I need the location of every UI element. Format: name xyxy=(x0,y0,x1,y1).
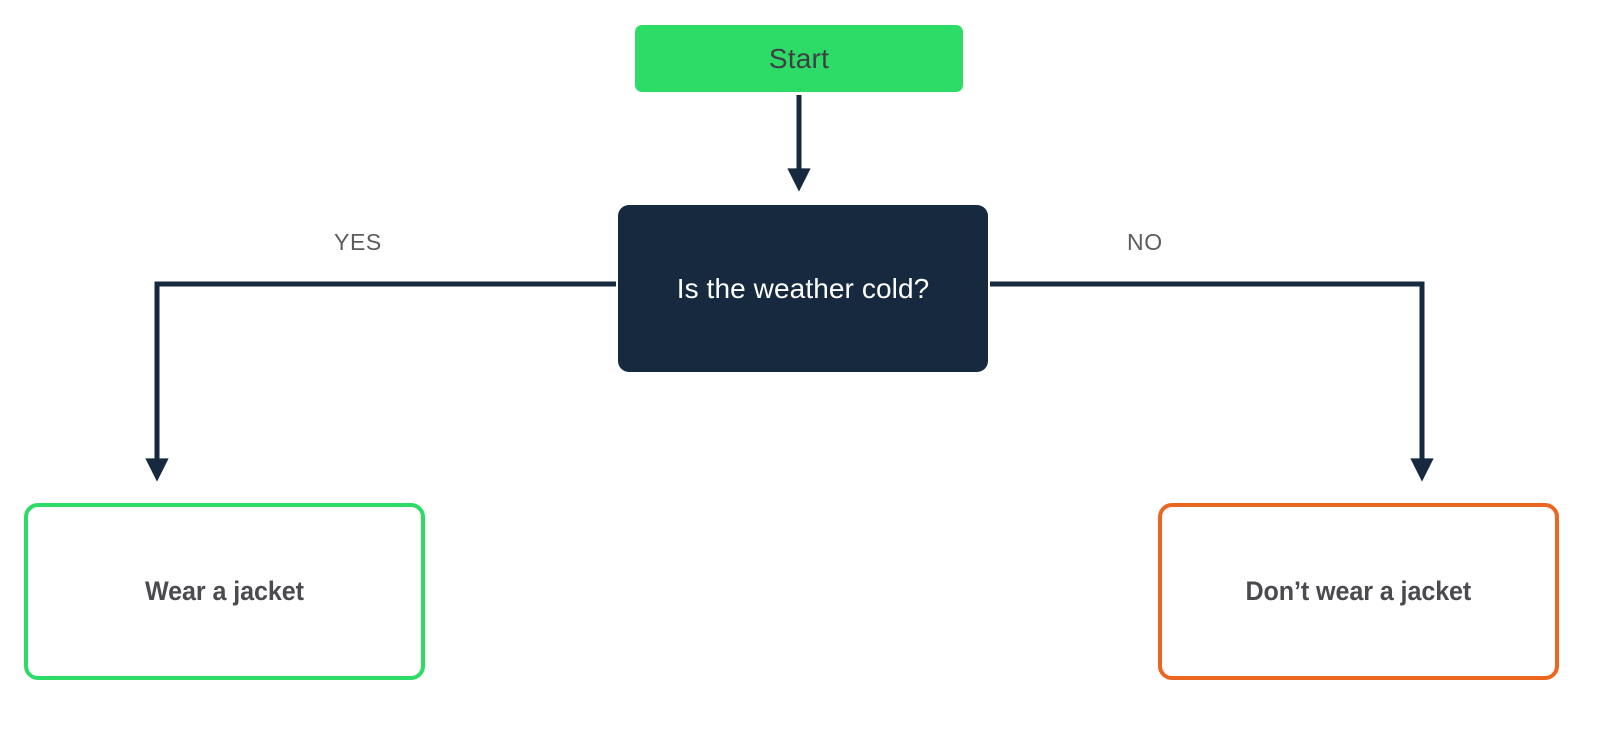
edge-decision-to-dont-wear-jacket xyxy=(990,281,1434,482)
node-decision-label: Is the weather cold? xyxy=(676,272,930,304)
node-outcome-wear-jacket[interactable]: Wear a jacket xyxy=(24,503,425,680)
edge-label-yes: YES xyxy=(334,229,382,255)
edge-decision-to-wear-jacket xyxy=(145,281,616,482)
node-start[interactable]: Start xyxy=(635,25,963,92)
node-outcome-wear-jacket-label: Wear a jacket xyxy=(145,576,304,607)
node-decision-weather-cold[interactable]: Is the weather cold? xyxy=(618,205,988,372)
edge-label-no: NO xyxy=(1127,229,1163,255)
node-outcome-dont-wear-jacket-label: Don’t wear a jacket xyxy=(1245,576,1472,607)
node-outcome-dont-wear-jacket[interactable]: Don’t wear a jacket xyxy=(1158,503,1559,680)
node-start-label: Start xyxy=(768,42,830,74)
